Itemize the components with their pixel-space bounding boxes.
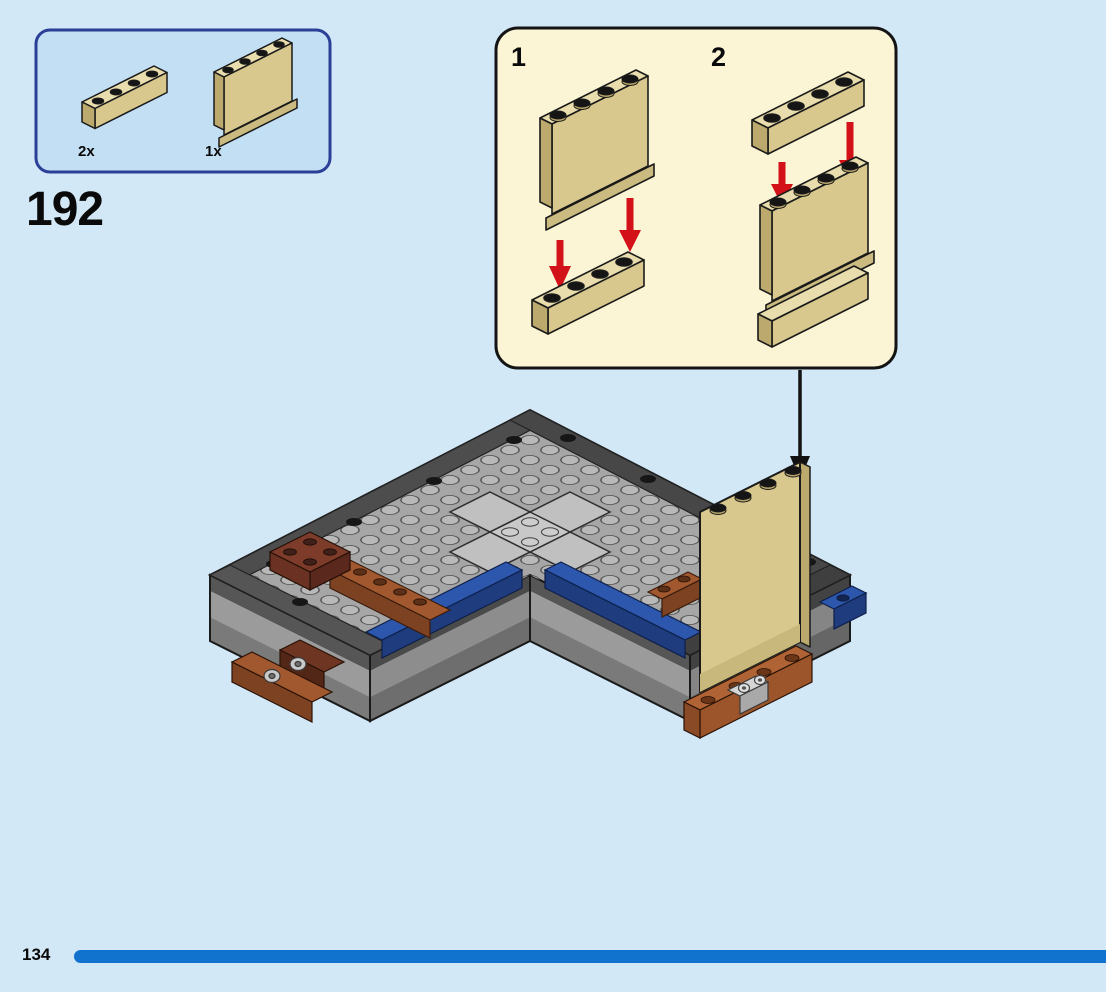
parts-callout-box (34, 28, 332, 174)
center-cross-tiles (448, 491, 612, 573)
right-wing-blue-brick (543, 561, 703, 659)
left-wing-dark-brown-brick (268, 531, 352, 591)
panel-1x4x3-tan-icon (213, 37, 298, 148)
left-wing-brown-bricks (328, 559, 452, 639)
right-end-blue-brick (818, 585, 868, 630)
brick-1x4-tan-icon (81, 65, 168, 130)
substep-2-brick-icon (751, 71, 865, 155)
bottom-left-brown-bricks (230, 639, 346, 723)
page-number: 134 (22, 945, 51, 964)
substep-1-brick-icon (531, 251, 645, 335)
gray-clip-pieces (263, 656, 307, 684)
build-illustration (207, 408, 868, 739)
substep-2-label: 2 (711, 42, 727, 72)
substep-2-assembly-icon (757, 156, 875, 348)
part-count-panel: 1x (205, 143, 222, 160)
substeps-callout-box (494, 26, 898, 370)
substep-1-panel-icon (539, 69, 655, 231)
substep-1-arrows (549, 198, 641, 290)
tan-panel-wall (699, 461, 811, 693)
footer-progress-bar (74, 950, 1106, 963)
gray-technic-piece (726, 674, 770, 715)
step-number: 192 (26, 183, 104, 236)
part-count-brick: 2x (78, 143, 95, 160)
substep-1-label: 1 (511, 42, 527, 72)
